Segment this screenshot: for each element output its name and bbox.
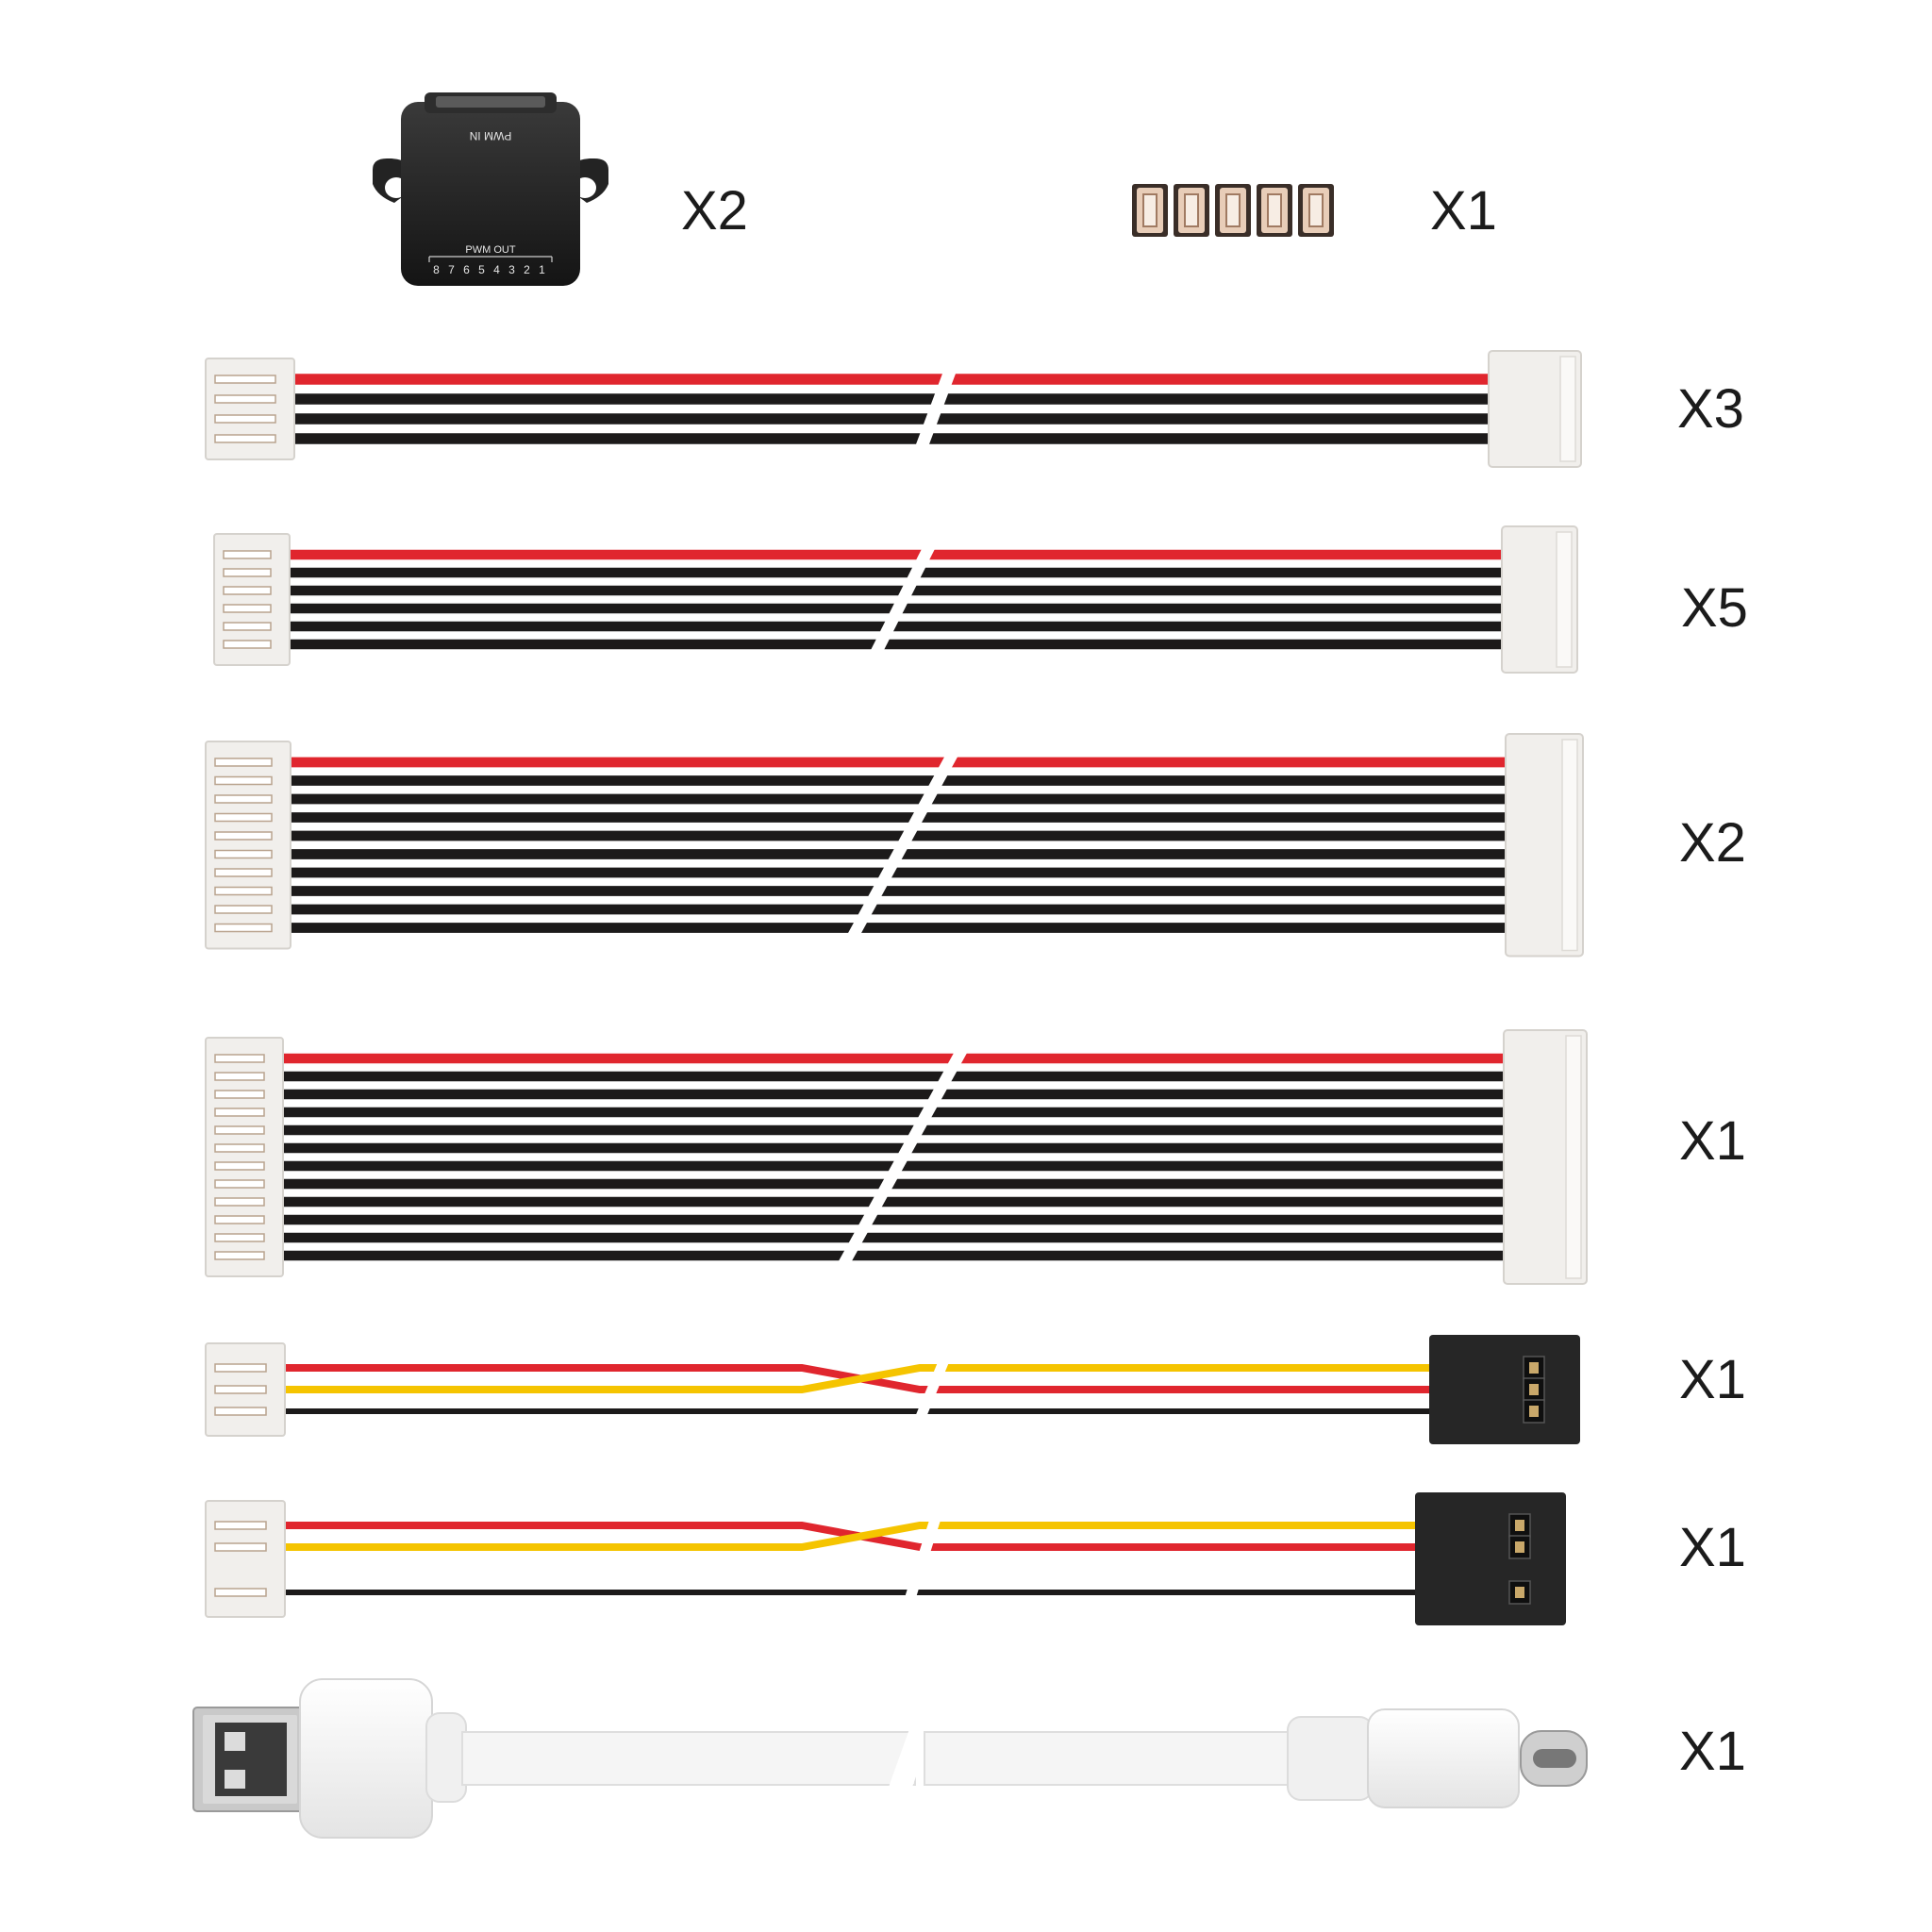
jst-connector-strip [1132, 184, 1334, 237]
quantity-cable-4pin: X3 [1677, 378, 1744, 440]
connector-pin [214, 394, 276, 404]
quantity-cable-10pin: X2 [1679, 812, 1746, 874]
connector-pin [214, 434, 276, 443]
yellow-wire [281, 1522, 1415, 1551]
connector-latch [1556, 531, 1573, 668]
dupont-pin [1529, 1362, 1539, 1374]
connector-pin [223, 622, 272, 631]
connector-pin [214, 794, 273, 804]
dupont-pin [1529, 1406, 1539, 1417]
connector-pin [214, 1251, 265, 1260]
connector-pin [214, 1197, 265, 1207]
jst-socket-slot [1225, 193, 1241, 227]
connector-pin [214, 1108, 265, 1117]
connector-pin [214, 1179, 265, 1189]
jst-socket-slot [1184, 193, 1199, 227]
connector-pin [214, 1407, 267, 1416]
right-connector [1488, 350, 1582, 468]
quantity-servo-cable-b: X1 [1679, 1517, 1746, 1578]
connector-pin [214, 849, 273, 859]
jst-socket-slot [1267, 193, 1282, 227]
connector-pin [214, 1542, 267, 1552]
cable-break [910, 358, 961, 459]
dupont-connector [1429, 1335, 1580, 1444]
cable-6pin [213, 525, 1578, 674]
quantity-cable-6pin: X5 [1681, 577, 1748, 639]
connector-pin [223, 586, 272, 595]
cable-break [910, 1351, 954, 1428]
quantity-pwm-module: X2 [681, 180, 748, 242]
cable-12pin [205, 1029, 1588, 1285]
connector-latch [1559, 356, 1576, 462]
connector-pin [214, 1363, 267, 1373]
cable-break [863, 534, 942, 665]
connector-pin [214, 886, 273, 896]
quantity-servo-cable-a: X1 [1679, 1349, 1746, 1410]
cable-10pin [205, 733, 1584, 958]
connector-pin [214, 1090, 265, 1099]
connector-pin [214, 1521, 267, 1530]
connector-pin [214, 831, 273, 841]
dupont-connector [1415, 1492, 1566, 1625]
yellow-wire [281, 1364, 1429, 1393]
connector-pin [214, 905, 273, 914]
connector-pin [214, 775, 273, 786]
cable-4pin [205, 350, 1582, 468]
module-bottom-label: PWM OUT [465, 244, 515, 256]
ribbon-cables [205, 350, 1588, 1285]
dupont-pin [1529, 1384, 1539, 1395]
connector-pin [214, 375, 276, 384]
connector-pin [223, 550, 272, 559]
servo-cables [205, 1335, 1580, 1625]
connector-pin [214, 414, 276, 424]
connector-latch [1565, 1035, 1582, 1279]
usb-cable [192, 1678, 1588, 1839]
servo-cable-b [205, 1492, 1566, 1625]
connector-pin [214, 1385, 267, 1394]
cable-break [901, 1508, 944, 1609]
quantity-jst-strip: X1 [1430, 180, 1497, 242]
quantity-cable-12pin: X1 [1679, 1110, 1746, 1172]
cable-break [840, 741, 966, 949]
connector-pin [214, 1054, 265, 1063]
connector-pin [214, 1072, 265, 1081]
connector-pin [214, 812, 273, 823]
connector-pin [214, 1143, 265, 1153]
connector-pin [223, 604, 272, 613]
dupont-pin [1515, 1520, 1524, 1531]
jst-socket-slot [1308, 193, 1324, 227]
left-connector [213, 533, 291, 666]
connector-pin [223, 568, 272, 577]
dupont-pin [1515, 1541, 1524, 1553]
connector-pin [214, 758, 273, 767]
left-connector [205, 358, 295, 460]
cable-break [830, 1038, 975, 1276]
module-top-label: PWM IN [470, 129, 512, 142]
quantity-usb-cable: X1 [1679, 1721, 1746, 1782]
module-pin-numbers: 8 7 6 5 4 3 2 1 [433, 263, 548, 276]
connector-pin [214, 1233, 265, 1242]
left-connector [205, 741, 291, 950]
jst-socket-slot [1142, 193, 1158, 227]
connector-pin [223, 640, 272, 649]
dupont-pin [1515, 1587, 1524, 1598]
connector-latch [1561, 739, 1578, 952]
left-connector [205, 1500, 286, 1618]
connector-pin [214, 1215, 265, 1224]
connector-pin [214, 1588, 267, 1597]
connector-pin [214, 1125, 265, 1135]
connector-pin [214, 1161, 265, 1171]
pwm-module: PWM IN PWM OUT 8 7 6 5 4 3 2 1 [373, 92, 608, 286]
servo-cable-a [205, 1335, 1580, 1444]
connector-pin [214, 868, 273, 877]
connector-pin [214, 923, 273, 933]
